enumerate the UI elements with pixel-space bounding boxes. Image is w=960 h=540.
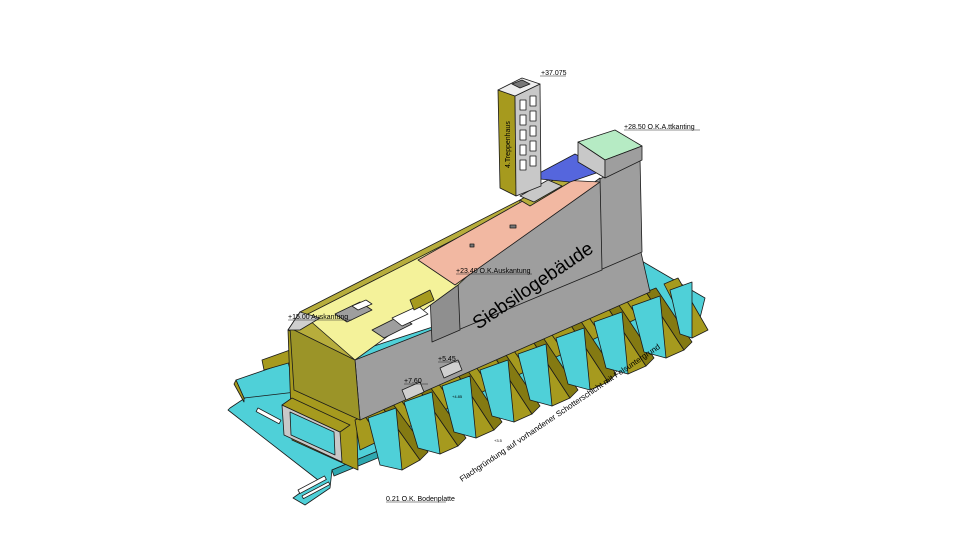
yellow-ridge [409, 289, 435, 311]
level-leader-lines [288, 75, 700, 503]
roof-opening-4 [351, 299, 373, 311]
salmon-roof-surface [417, 179, 601, 286]
salmon-roof-vent-1 [509, 224, 517, 229]
slab-left-tongue-edge [233, 379, 245, 403]
buttress-3 [435, 367, 503, 439]
drain-channel-bottom-2 [301, 481, 331, 500]
tower-label: 4.Treppenhaus [505, 121, 512, 168]
drain-channel-left [255, 407, 282, 425]
tower-front-face [514, 83, 542, 197]
left-level-label: +15.00 Auskantung [288, 314, 348, 321]
buttress-4 [473, 351, 541, 423]
tower-level-label: +37.075 [541, 70, 567, 77]
buttress-7 [587, 303, 655, 375]
ground-details [255, 407, 331, 500]
main-building [289, 157, 651, 421]
upper-right-level-label: +28.50 O.K.A.ttkanting [624, 124, 695, 131]
salmon-roof-vent-2 [469, 243, 475, 248]
buttress-1 [361, 399, 429, 471]
step-block-b [439, 359, 463, 379]
yellow-left-wall-cap [287, 311, 321, 331]
stair-tower [497, 77, 542, 197]
buttress-row [361, 277, 709, 471]
step-block-a [401, 381, 425, 401]
middle-level-label: +23.40 O.K.Auskantung [456, 268, 531, 275]
tunnel-opening [289, 411, 336, 456]
mint-box-side [604, 145, 643, 179]
buttress-5 [511, 335, 579, 407]
drain-channel-bottom [297, 475, 327, 494]
entry-tunnel [281, 397, 351, 463]
base-level-label: 0.21 O.K. Bodenplatte [386, 496, 455, 503]
main-left-end-wall [289, 327, 361, 421]
roof-opening-3 [391, 305, 429, 327]
step-b-level-label: +5.45 [438, 356, 456, 363]
buttress-6 [549, 319, 617, 391]
tunnel-roof [281, 397, 351, 433]
mint-box [577, 129, 643, 179]
front-level-steps [401, 359, 463, 401]
tower-windows [519, 95, 537, 171]
step-a-level-label: +7.60 [404, 378, 422, 385]
step-c-level-label: +4.85 [452, 394, 463, 399]
tower-stair-top-a [511, 79, 531, 89]
buttress-9 [663, 277, 709, 339]
small-level-label: +3.5 [494, 438, 503, 443]
